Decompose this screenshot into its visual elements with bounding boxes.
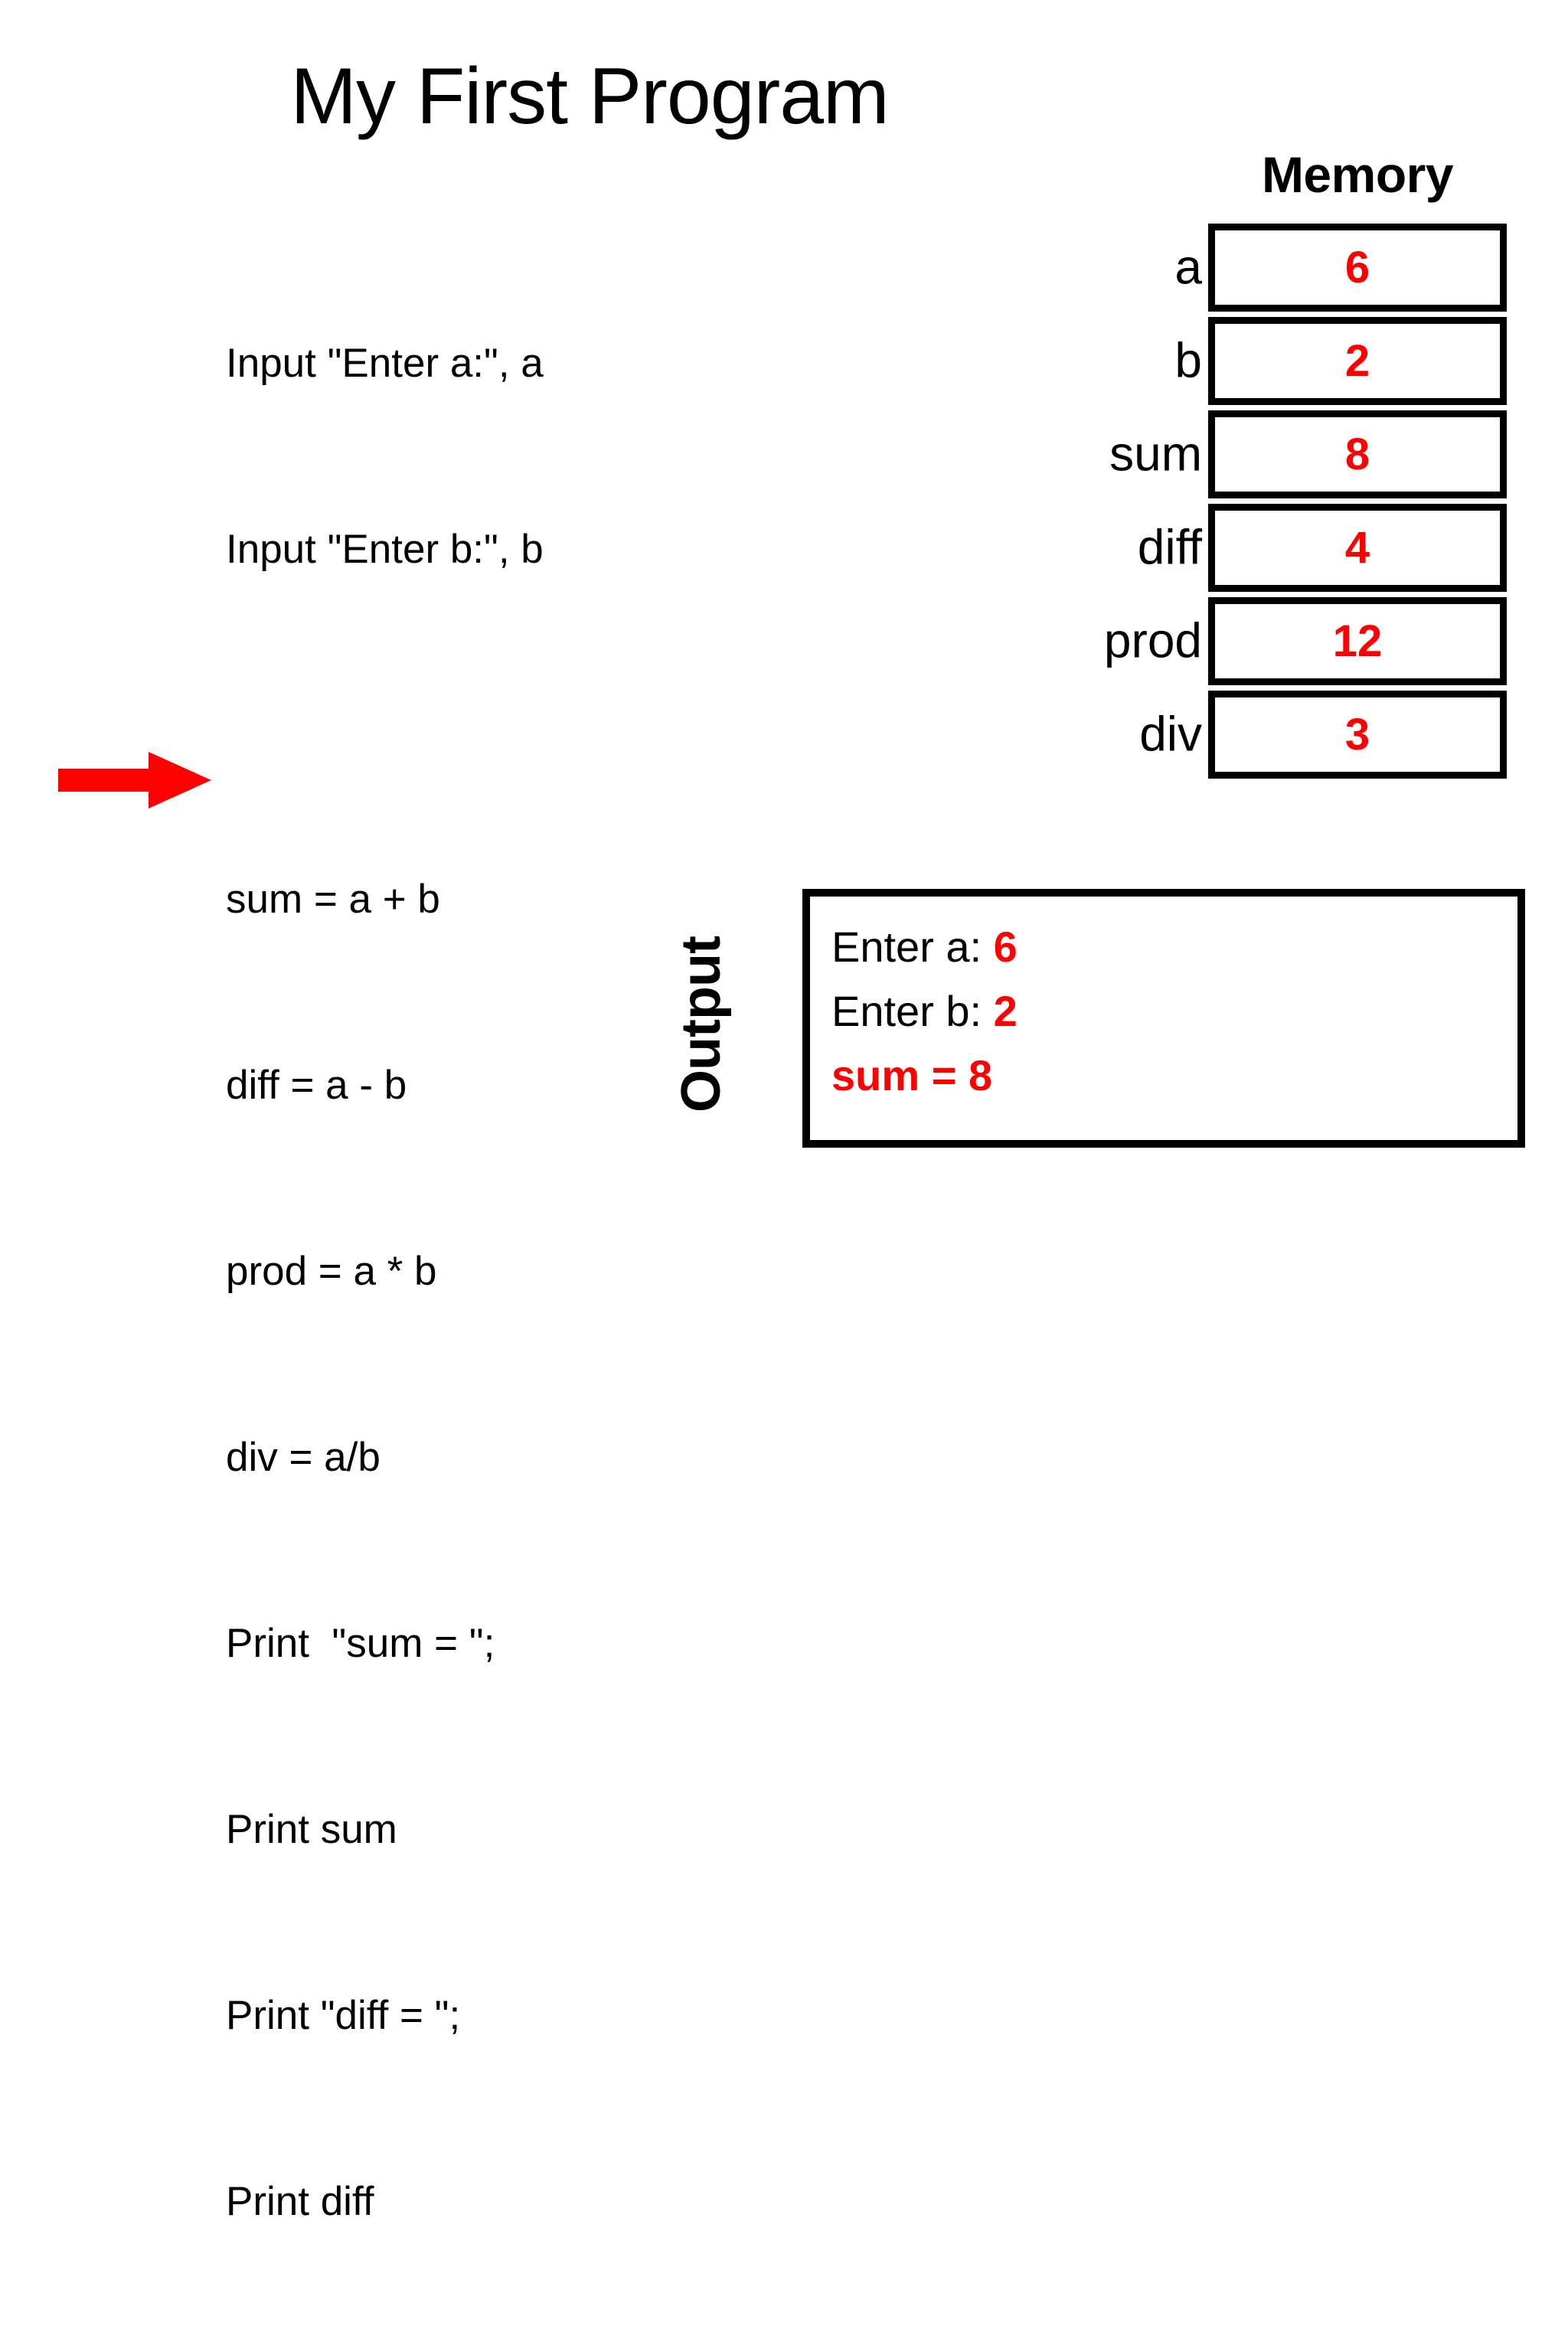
memory-cell: 2 — [1208, 317, 1507, 405]
output-line: Enter b: 2 — [831, 979, 1517, 1044]
memory-row-a: a 6 — [1174, 224, 1507, 312]
output-prompt: sum = 8 — [831, 1051, 993, 1099]
memory-row-div: div 3 — [1139, 691, 1507, 779]
memory-cell: 12 — [1208, 597, 1507, 685]
code-line-current: Print "diff = "; — [226, 1993, 461, 2038]
output-console: Enter a: 6 Enter b: 2 sum = 8 — [802, 889, 1525, 1148]
memory-value: 6 — [1344, 242, 1370, 292]
code-line-blank — [226, 704, 544, 744]
memory-value: 4 — [1344, 522, 1370, 573]
output-value: 2 — [993, 987, 1018, 1035]
memory-label: b — [1174, 332, 1202, 388]
code-line: div = a/b — [226, 1435, 381, 1480]
output-prompt: Enter a: — [831, 923, 994, 971]
right-arrow-icon — [58, 752, 211, 808]
memory-cell: 6 — [1208, 224, 1507, 312]
memory-value: 2 — [1344, 335, 1370, 386]
output-value: 6 — [993, 923, 1018, 971]
memory-table: a 6 b 2 sum 8 diff 4 prod 12 div 3 — [1104, 224, 1507, 784]
memory-label: sum — [1109, 426, 1202, 482]
memory-value: 12 — [1332, 616, 1383, 666]
code-line: Input "Enter b:", b — [226, 527, 544, 572]
code-line: Print "sum = "; — [226, 1621, 495, 1666]
memory-cell: 4 — [1208, 504, 1507, 592]
output-line: sum = 8 — [831, 1044, 1517, 1108]
page-title: My First Program — [290, 52, 889, 141]
memory-heading: Memory — [1261, 146, 1454, 203]
code-line: sum = a + b — [226, 877, 440, 922]
output-line: Enter a: 6 — [831, 915, 1517, 979]
memory-label: diff — [1137, 519, 1202, 575]
memory-label: prod — [1103, 612, 1202, 668]
code-line: diff = a - b — [226, 1063, 407, 1108]
memory-value: 8 — [1344, 429, 1370, 479]
memory-value: 3 — [1344, 709, 1370, 760]
memory-label: a — [1174, 239, 1202, 295]
code-line: prod = a * b — [226, 1249, 437, 1294]
memory-row-diff: diff 4 — [1138, 504, 1507, 592]
memory-label: div — [1139, 706, 1202, 762]
code-line: Print diff — [226, 2179, 374, 2224]
memory-row-sum: sum 8 — [1109, 410, 1507, 498]
memory-row-b: b 2 — [1174, 317, 1507, 405]
memory-row-prod: prod 12 — [1104, 597, 1507, 685]
code-line: Print sum — [226, 1807, 397, 1852]
output-prompt: Enter b: — [831, 987, 994, 1035]
memory-cell: 3 — [1208, 691, 1507, 779]
output-label: Output — [671, 936, 732, 1112]
program-code-listing: Input "Enter a:", a Input "Enter b:", b … — [226, 208, 544, 2352]
memory-cell: 8 — [1208, 410, 1507, 498]
code-line: Input "Enter a:", a — [226, 341, 544, 386]
